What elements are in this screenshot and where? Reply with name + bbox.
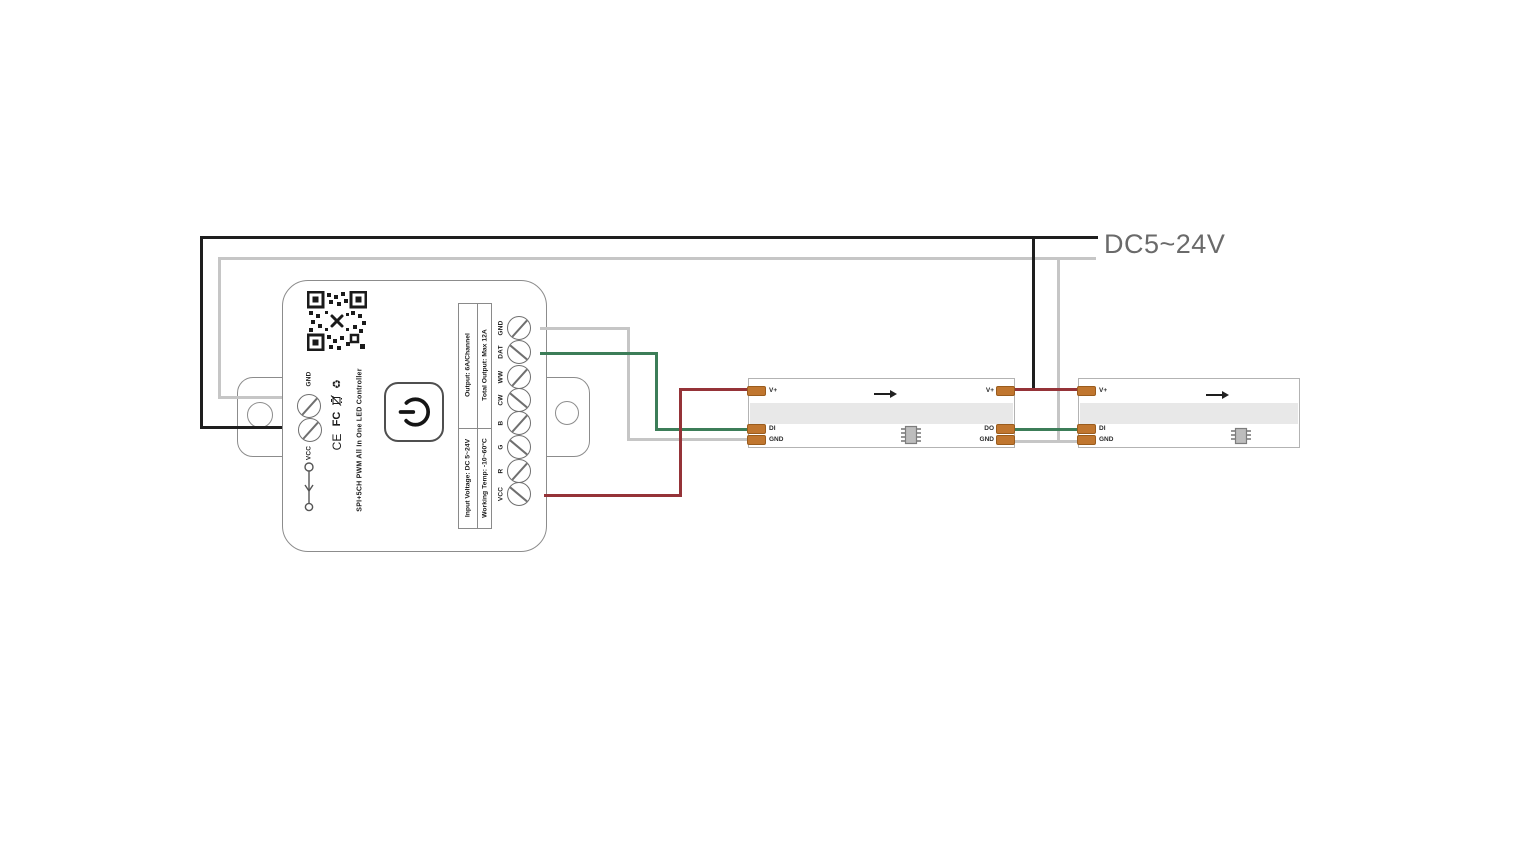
terminal-label-vcc-input: VCC <box>305 445 313 461</box>
fcc-mark: FC <box>331 411 343 427</box>
strip1-direction-arrowhead <box>890 390 897 398</box>
output-screw-dat <box>507 340 531 364</box>
strip1-pad-label-do: DO <box>984 425 994 432</box>
output-screw-g <box>507 435 531 459</box>
gnd-out-wire-v <box>627 327 630 441</box>
terminal-label-gnd: GND <box>497 320 505 336</box>
gnd-bus-left-drop <box>218 257 221 399</box>
strip2-pad-di <box>1077 424 1096 434</box>
terminal-label-r: R <box>497 468 505 474</box>
vplus-wire-into-controller <box>200 426 284 429</box>
ce-mark: CE <box>330 433 344 451</box>
strip2-direction-arrow <box>1206 394 1223 397</box>
input-screw-gnd <box>297 394 321 418</box>
output-screw-vcc <box>507 482 531 506</box>
input-screw-vcc <box>298 418 322 442</box>
led-strip-2-phosphor-band <box>1080 403 1298 424</box>
led-strip-1-phosphor-band <box>750 403 1013 424</box>
specs-table-row-divider <box>458 428 492 430</box>
left-ear-screw-hole <box>247 402 273 428</box>
data-wire-h2 <box>655 428 749 431</box>
vplus-bus-left-drop <box>200 236 203 429</box>
data-wire-v <box>655 352 658 431</box>
strip1-pad-gnd-left <box>747 435 766 445</box>
output-screw-gnd <box>507 316 531 340</box>
right-ear-screw-hole <box>555 401 579 425</box>
strip2-pad-vplus <box>1077 386 1096 396</box>
terminal-label-dat: DAT <box>497 345 505 359</box>
terminal-label-g: G <box>497 444 505 450</box>
terminal-label-gnd-input: GND <box>305 371 313 387</box>
strip2-pad-label-vplus: V+ <box>1099 387 1108 394</box>
strip2-pad-label-di: DI <box>1099 425 1106 432</box>
strip2-ic-chip-icon <box>1231 427 1251 445</box>
strip1-pad-label-di: DI <box>769 425 776 432</box>
usb-icon <box>304 462 314 512</box>
output-screw-r <box>507 459 531 483</box>
strip2-direction-arrowhead <box>1222 391 1229 399</box>
jumper-vplus <box>1014 388 1080 391</box>
output-screw-b <box>507 411 531 435</box>
strip1-pad-vplus-left <box>747 386 766 396</box>
strip1-pad-label-gnd-right: GND <box>979 436 994 443</box>
jumper-gnd <box>1014 440 1080 443</box>
strip1-ic-chip-icon <box>901 425 921 445</box>
vplus-out-wire-v <box>679 388 682 497</box>
strip1-pad-label-vplus-left: V+ <box>769 387 778 394</box>
recycle-icon: ♻ <box>331 379 344 389</box>
jumper-data <box>1014 428 1080 431</box>
specs-table-col-divider <box>477 303 479 529</box>
spec-input-voltage: Input Voltage: DC 5~24V <box>464 438 472 518</box>
terminal-label-b: B <box>497 420 505 426</box>
strip2-pad-label-gnd: GND <box>1099 436 1114 443</box>
vplus-out-wire-h1 <box>544 494 682 497</box>
power-icon <box>398 397 431 427</box>
data-wire-h1 <box>540 352 658 355</box>
strip1-pad-label-gnd-left: GND <box>769 436 784 443</box>
gnd-out-wire-h1 <box>540 327 630 330</box>
strip1-pad-label-vplus-right: V+ <box>985 387 994 394</box>
gnd-wire-into-controller <box>218 396 284 399</box>
strip1-pad-do <box>996 424 1015 434</box>
gnd-out-wire-h2 <box>627 438 749 441</box>
vplus-bus-mid-drop <box>1032 236 1035 391</box>
gnd-bus-horizontal <box>218 257 1096 260</box>
product-title: SPI+5CH PWM All In One LED Controller <box>356 368 364 512</box>
gnd-bus-mid-drop <box>1057 257 1060 443</box>
output-screw-ww <box>507 365 531 389</box>
specs-table <box>458 303 492 529</box>
strip1-pad-vplus-right <box>996 386 1015 396</box>
spec-working-temp: Working Temp: -10~60°C <box>481 438 489 518</box>
power-button <box>384 382 444 442</box>
power-voltage-label: DC5~24V <box>1104 229 1226 259</box>
vplus-out-wire-h2 <box>679 388 749 391</box>
strip2-pad-gnd <box>1077 435 1096 445</box>
vplus-bus-horizontal <box>200 236 1098 239</box>
terminal-label-cw: CW <box>497 394 505 406</box>
terminal-label-vcc: VCC <box>497 486 505 502</box>
spec-total-output: Total Output: Max 12A <box>481 329 489 401</box>
qr-code-icon <box>307 291 367 351</box>
strip1-pad-di <box>747 424 766 434</box>
strip1-direction-arrow <box>874 393 891 396</box>
strip1-pad-gnd-right <box>996 435 1015 445</box>
spec-output: Output: 6A/Channel <box>464 333 472 397</box>
terminal-label-ww: WW <box>497 370 505 384</box>
output-screw-cw <box>507 388 531 412</box>
weee-bin-icon <box>330 395 342 406</box>
